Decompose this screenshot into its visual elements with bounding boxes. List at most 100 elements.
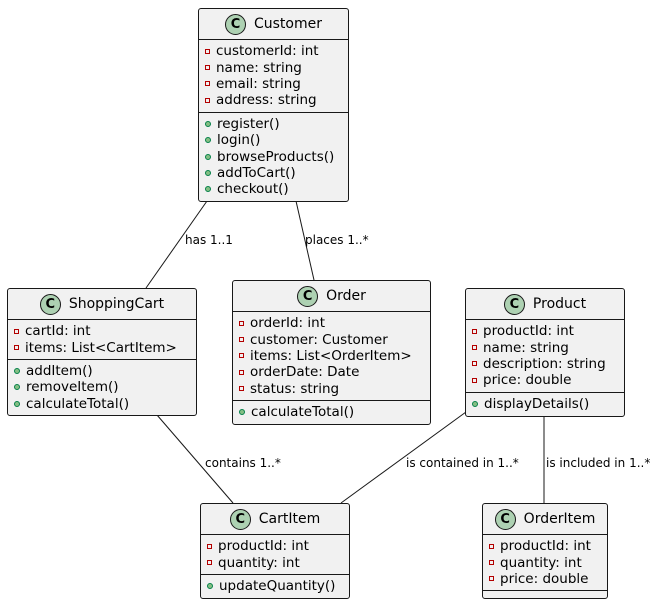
edge-customer-shoppingcart <box>145 200 208 289</box>
class-name: OrderItem <box>523 511 596 527</box>
methods-section: addItem()removeItem()calculateTotal() <box>8 358 196 415</box>
method-row: login() <box>199 132 348 148</box>
private-visibility-icon <box>205 81 210 87</box>
private-visibility-icon <box>489 560 494 566</box>
method-row: addToCart() <box>199 165 348 181</box>
edge-product-cartitem <box>340 411 467 504</box>
attribute-row: email: string <box>199 76 348 92</box>
attribute-text: productId: int <box>500 538 591 555</box>
attribute-text: price: double <box>483 372 572 389</box>
public-visibility-icon <box>239 409 245 416</box>
class-badge-icon: C <box>494 508 516 530</box>
attribute-text: orderDate: Date <box>250 364 360 381</box>
private-visibility-icon <box>239 369 244 375</box>
attribute-row: cartId: int <box>8 323 196 339</box>
attribute-row: quantity: int <box>201 554 349 571</box>
attribute-row: price: double <box>483 571 607 587</box>
attribute-row: name: string <box>466 339 624 356</box>
attribute-row: status: string <box>233 381 430 397</box>
private-visibility-icon <box>14 328 19 334</box>
attribute-text: cartId: int <box>25 323 91 340</box>
method-text: calculateTotal() <box>251 404 355 421</box>
public-visibility-icon <box>14 384 20 391</box>
method-row: removeItem() <box>8 379 196 395</box>
private-visibility-icon <box>205 97 210 103</box>
method-row: updateQuantity() <box>201 578 349 594</box>
private-visibility-icon <box>239 353 244 359</box>
method-text: removeItem() <box>26 379 119 396</box>
public-visibility-icon <box>14 367 20 374</box>
private-visibility-icon <box>205 48 210 54</box>
attribute-row: quantity: int <box>483 554 607 571</box>
public-visibility-icon <box>205 186 211 193</box>
attribute-text: quantity: int <box>218 554 300 571</box>
class-name: Customer <box>253 16 322 32</box>
attribute-row: customerId: int <box>199 43 348 59</box>
class-name: Order <box>326 288 366 304</box>
class-name: CartItem <box>258 511 321 527</box>
class-header: C ShoppingCart <box>8 289 196 320</box>
attribute-text: address: string <box>216 92 317 109</box>
relation-label-contains: contains 1..* <box>205 456 281 470</box>
private-visibility-icon <box>205 65 210 71</box>
attribute-row: address: string <box>199 92 348 108</box>
private-visibility-icon <box>14 345 19 351</box>
attribute-text: name: string <box>483 339 569 356</box>
method-text: calculateTotal() <box>26 395 130 412</box>
class-header: C Order <box>233 281 430 312</box>
attribute-text: price: double <box>500 570 589 587</box>
methods-section: updateQuantity() <box>201 573 349 597</box>
attribute-row: description: string <box>466 356 624 372</box>
attribute-text: status: string <box>250 380 340 397</box>
edge-shoppingcart-cartitem <box>156 414 234 504</box>
attribute-text: description: string <box>483 355 606 372</box>
public-visibility-icon <box>472 400 478 407</box>
private-visibility-icon <box>472 328 477 334</box>
attribute-row: name: string <box>199 59 348 76</box>
attribute-text: items: List<CartItem> <box>25 339 177 356</box>
public-visibility-icon <box>207 582 213 589</box>
attribute-text: productId: int <box>218 538 309 555</box>
attribute-row: productId: int <box>201 538 349 554</box>
attribute-row: customer: Customer <box>233 331 430 348</box>
methods-section: calculateTotal() <box>233 399 430 423</box>
class-badge-icon: C <box>229 508 251 530</box>
class-name: Product <box>532 296 587 312</box>
attribute-text: items: List<OrderItem> <box>250 347 412 364</box>
methods-section: register()login()browseProducts()addToCa… <box>199 111 348 201</box>
private-visibility-icon <box>239 320 244 326</box>
attribute-row: items: List<CartItem> <box>8 339 196 356</box>
method-row: calculateTotal() <box>8 396 196 412</box>
methods-section: displayDetails() <box>466 391 624 415</box>
method-text: login() <box>217 132 261 149</box>
method-text: updateQuantity() <box>219 577 336 594</box>
attribute-text: customer: Customer <box>250 331 388 348</box>
attribute-row: productId: int <box>483 538 607 554</box>
attribute-text: quantity: int <box>500 554 582 571</box>
public-visibility-icon <box>14 400 20 407</box>
class-badge-icon: C <box>503 293 525 315</box>
method-text: addToCart() <box>217 164 296 181</box>
relation-label-included: is included in 1..* <box>546 456 651 470</box>
private-visibility-icon <box>489 543 494 549</box>
class-badge-icon: C <box>297 285 319 307</box>
edge-customer-order <box>295 200 315 281</box>
attribute-text: orderId: int <box>250 315 325 332</box>
class-badge-icon: C <box>224 13 246 35</box>
private-visibility-icon <box>472 377 477 383</box>
public-visibility-icon <box>205 120 211 127</box>
method-text: displayDetails() <box>484 395 590 412</box>
attribute-text: email: string <box>216 75 301 92</box>
attribute-text: productId: int <box>483 323 574 340</box>
private-visibility-icon <box>472 345 477 351</box>
method-row: browseProducts() <box>199 148 348 165</box>
